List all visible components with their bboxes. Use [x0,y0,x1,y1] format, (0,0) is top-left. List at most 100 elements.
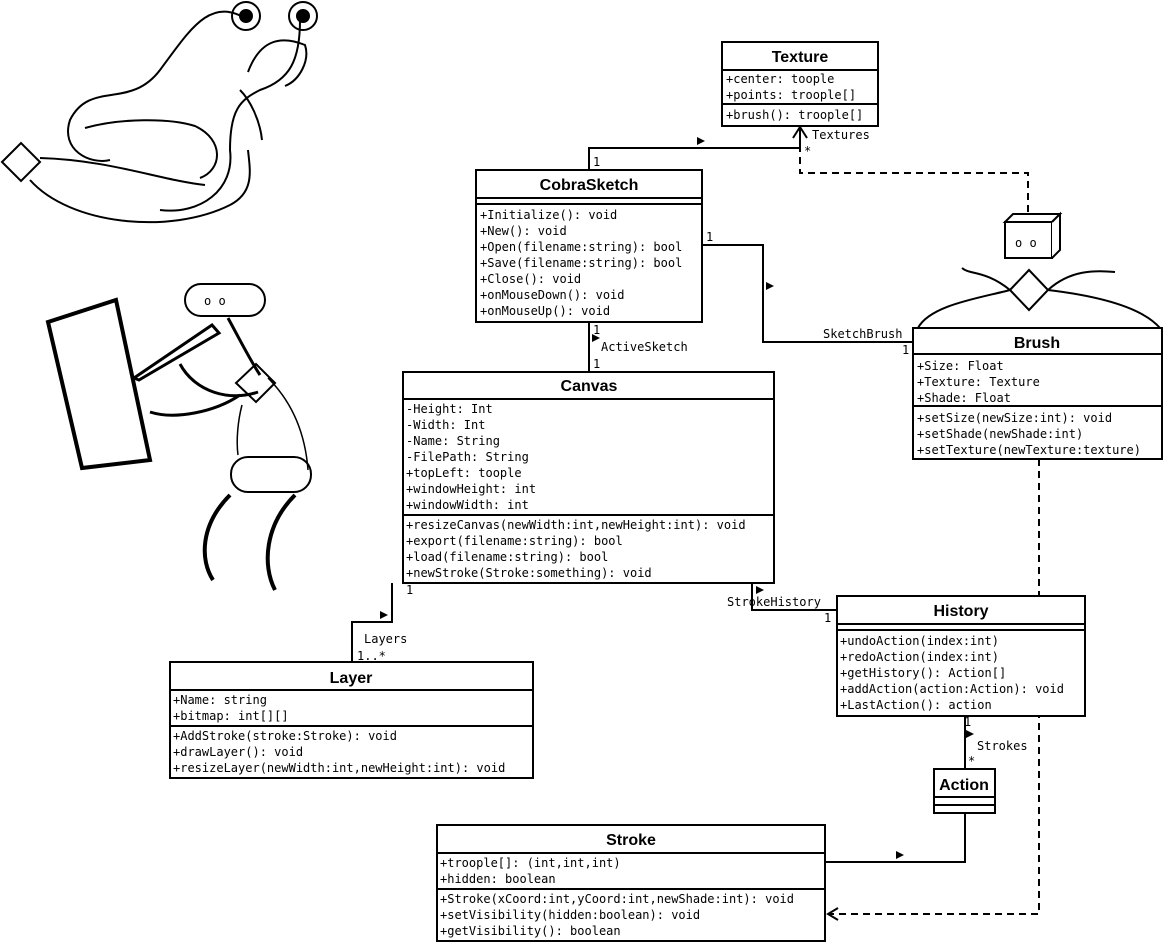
class-boxes: Texture +center: toople +points: troople… [169,41,1163,942]
direction-arrow-icon [766,282,774,290]
method-setsize: +setSize(newSize:int): void [917,411,1112,425]
attr-windowheight: +windowHeight: int [406,482,536,496]
attr-size: +Size: Float [917,359,1004,373]
attr-filepath: -FilePath: String [406,450,529,464]
body-outline [230,456,312,493]
class-texture: Texture +center: toople +points: troople… [721,41,879,127]
mult-textures-source: 1 [593,155,600,169]
method-undoaction: +undoAction(index:int) [840,634,999,648]
direction-markers [380,137,974,859]
diamond-icon [1008,268,1050,312]
attr-bitmap: +bitmap: int[][] [173,709,289,723]
method-addstroke: +AddStroke(stroke:Stroke): void [173,729,397,743]
method-close: +Close(): void [480,272,581,286]
head-outline [184,283,266,317]
assoc-textures-line [588,126,801,170]
mult-layers-target: 1..* [357,649,386,663]
attr-height: -Height: Int [406,402,493,416]
class-title-canvas: Canvas [561,378,618,395]
association-labels: Textures 1 * SketchBrush 1 1 ActiveSketc… [357,128,1028,768]
method-resizecanvas: +resizeCanvas(newWidth:int,newHeight:int… [406,518,746,532]
method-load: +load(filename:string): bool [406,550,608,564]
method-gethistory: +getHistory(): Action[] [840,666,1006,680]
method-setvisibility: +setVisibility(hidden:boolean): void [440,908,700,922]
robot-face-right: o o [1015,236,1037,250]
class-brush: Brush +Size: Float +Texture: Texture +Sh… [912,327,1163,460]
mult-textures-target: * [804,144,811,158]
brush-icon [130,323,222,382]
class-stroke: Stroke +troople[]: (int,int,int) +hidden… [436,824,826,942]
mult-sketchbrush-target: 1 [902,343,909,357]
method-onmousedown: +onMouseDown(): void [480,288,625,302]
mult-strokes-target: * [968,754,975,768]
mult-layers-source: 1 [406,583,413,597]
method-drawlayer: +drawLayer(): void [173,745,303,759]
method-redoaction: +redoAction(index:int) [840,650,999,664]
assoc-label-sketchbrush: SketchBrush [823,327,902,341]
direction-arrow-icon [896,851,904,859]
mult-activesketch-source: 1 [593,323,600,337]
class-cobrasketch: CobraSketch +Initialize(): void +New(): … [475,169,703,323]
brush-robot-doodle [917,211,1161,329]
direction-arrow-icon [756,586,764,594]
class-history: History +undoAction(index:int) +redoActi… [836,595,1086,717]
attr-center: +center: toople [726,72,834,86]
connectors [351,125,1040,921]
method-settexture: +setTexture(newTexture:texture) [917,443,1141,457]
method-brush: +brush(): troople[] [726,108,863,122]
diamond-icon [234,362,277,404]
assoc-action-stroke-line [825,813,966,863]
attr-topleft: +topLeft: toople [406,466,522,480]
attr-troople: +troople[]: (int,int,int) [440,856,621,870]
attr-windowwidth: +windowWidth: int [406,498,529,512]
assoc-label-layers: Layers [364,632,407,646]
robot-face-left: o o [204,294,226,308]
assoc-label-textures: Textures [812,128,870,142]
direction-arrow-icon [380,611,388,619]
method-initialize: +Initialize(): void [480,208,617,222]
method-resizelayer: +resizeLayer(newWidth:int,newHeight:int)… [173,761,505,775]
class-title-layer: Layer [330,670,373,687]
cobra-doodle [0,1,318,224]
assoc-label-activesketch: ActiveSketch [601,340,688,354]
method-export: +export(filename:string): bool [406,534,623,548]
dependency-brush-texture [799,128,1029,212]
assoc-strokehistory-line [751,583,837,611]
class-layer: Layer +Name: string +bitmap: int[][] +Ad… [169,661,534,779]
method-open: +Open(filename:string): bool [480,240,682,254]
artist-doodle [45,283,312,591]
attr-name: +Name: string [173,693,267,707]
class-title-texture: Texture [772,49,829,66]
direction-arrow-icon [697,137,705,145]
easel-icon [45,297,153,471]
method-lastaction: +LastAction(): action [840,698,992,712]
class-action: Action [933,768,996,814]
assoc-label-strokehistory: StrokeHistory [727,595,821,609]
mult-strokes-source: 1 [964,715,971,729]
attr-points: +points: troople[] [726,88,856,102]
class-title-action: Action [939,777,989,794]
attr-width: -Width: Int [406,418,485,432]
attr-shade: +Shade: Float [917,391,1011,405]
eye-icon [231,1,261,31]
diamond-icon [0,141,42,183]
class-title-stroke: Stroke [606,832,656,849]
class-title-history: History [933,603,988,620]
method-new: +New(): void [480,224,567,238]
direction-arrow-icon [592,334,600,342]
class-title-brush: Brush [1014,335,1060,352]
assoc-sketchbrush-line [702,244,913,343]
method-save: +Save(filename:string): bool [480,256,682,270]
method-onmouseup: +onMouseUp(): void [480,304,610,318]
method-addaction: +addAction(action:Action): void [840,682,1064,696]
eye-icon [288,1,318,31]
direction-arrow-icon [966,730,974,738]
method-stroke: +Stroke(xCoord:int,yCoord:int,newShade:i… [440,892,794,906]
method-setshade: +setShade(newShade:int) [917,427,1083,441]
class-canvas: Canvas -Height: Int -Width: Int -Name: S… [402,371,775,584]
mult-activesketch-target: 1 [593,357,600,371]
assoc-label-strokes: Strokes [977,739,1028,753]
attr-hidden: +hidden: boolean [440,872,556,886]
method-getvisibility: +getVisibility(): boolean [440,924,621,938]
